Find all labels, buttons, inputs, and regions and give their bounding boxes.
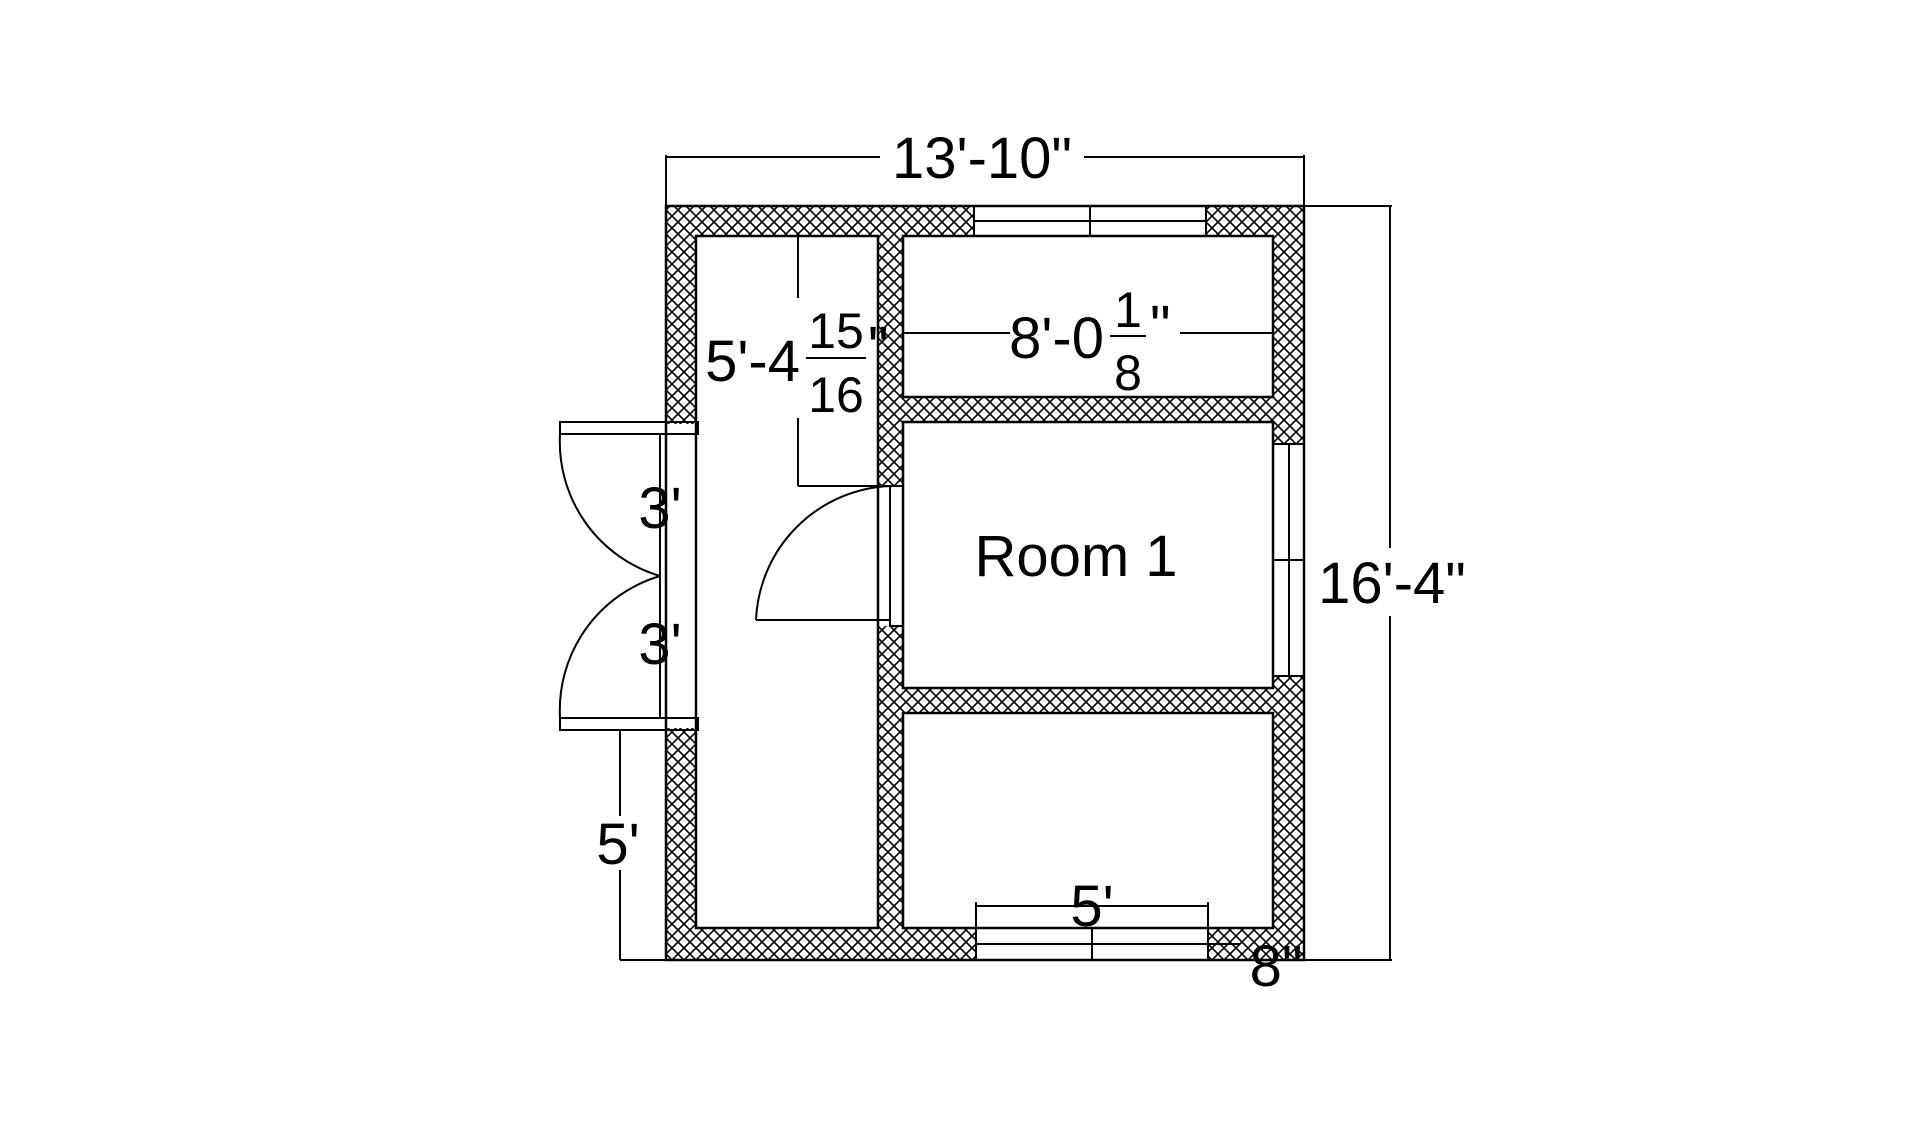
room-label: Room 1	[974, 524, 1177, 589]
door-upper-label: 3'	[638, 476, 681, 541]
corridor-dimension-whole: 5'-4	[705, 329, 800, 394]
dimension-lines	[619, 155, 1392, 961]
corridor-dimension-denominator: 16	[808, 367, 864, 423]
corridor-dimension-unit: "	[868, 315, 889, 380]
window-right	[1272, 443, 1305, 677]
closet-dimension-denominator: 8	[1114, 345, 1142, 401]
window-bottom	[975, 902, 1209, 961]
overall-width-label: 13'-10"	[892, 126, 1072, 191]
closet-dimension-unit: "	[1150, 294, 1171, 359]
room-door	[755, 485, 904, 627]
window-top	[973, 205, 1207, 237]
closet-dimension-numerator: 1	[1114, 282, 1142, 338]
wall-thickness-label: 8"	[1250, 934, 1303, 999]
entry-double-door	[558, 421, 699, 731]
bottom-window-label: 5'	[1070, 874, 1113, 939]
closet-dimension-whole: 8'-0	[1009, 306, 1104, 371]
overall-height-label: 16'-4"	[1318, 551, 1466, 616]
entry-offset-label: 5'	[596, 812, 639, 877]
labels: 13'-10" 16'-4" Room 1 5'-4 15 16 " 8'-0 …	[596, 126, 1466, 999]
door-lower-label: 3'	[638, 612, 681, 677]
corridor-dimension-numerator: 15	[808, 303, 864, 359]
